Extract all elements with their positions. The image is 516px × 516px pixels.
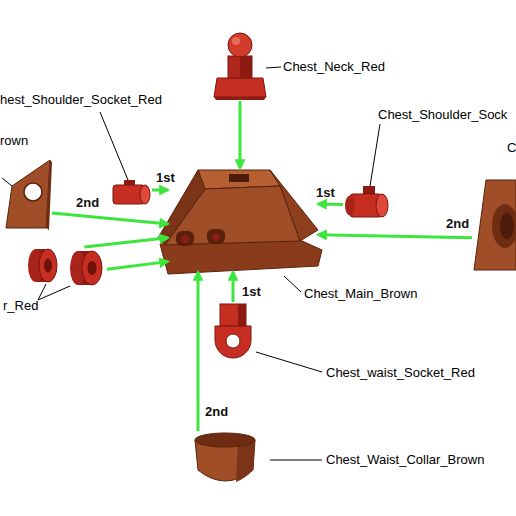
socket-hole: [226, 334, 240, 348]
part-label: Chest_Neck_Red: [283, 59, 385, 75]
leader-line: [2, 178, 12, 186]
step-label: 1st: [242, 284, 261, 300]
step-label: 2nd: [205, 404, 228, 420]
collar-part: [195, 433, 255, 482]
plate-recess: [492, 204, 516, 248]
part-face: [39, 249, 57, 282]
leader-line: [270, 460, 322, 461]
part-node: Chest_Neck_Red: [213, 31, 267, 101]
part-face: [82, 251, 102, 285]
plate-part: [6, 160, 52, 230]
main-part: [158, 170, 322, 274]
assembly-arrow: [197, 272, 200, 431]
part-face: [215, 326, 251, 358]
leader-line: [284, 276, 301, 292]
part-face: [220, 304, 246, 326]
leader-line: [38, 286, 70, 300]
socket-hole: [207, 229, 225, 244]
part-face: [6, 160, 50, 228]
part-face: [140, 185, 150, 204]
socket-hole: [176, 231, 194, 246]
part-face: [345, 196, 355, 216]
part-label: Chest_Main_Brown: [304, 286, 417, 302]
assembly-arrow: [239, 101, 242, 168]
part-face: [238, 304, 246, 326]
leader-line: [100, 112, 128, 180]
assembly-arrow: [84, 238, 168, 247]
collar-opening: [195, 433, 255, 447]
neck-part: [214, 33, 266, 100]
step-label: 2nd: [76, 195, 99, 211]
part-face: [376, 194, 388, 217]
plate-recess: [500, 213, 514, 239]
plate-part: [474, 180, 516, 270]
cylinder-part: [28, 249, 102, 285]
step-label: 1st: [316, 185, 335, 201]
slot: [229, 174, 249, 182]
part-label: hest_Shoulder_Socket_Red: [0, 92, 162, 108]
part-node: Chest_Main_Brown: [168, 168, 318, 272]
part-label: C: [507, 140, 516, 156]
part-node: r_Red: [27, 247, 107, 287]
highlight: [232, 37, 240, 45]
part-face: [228, 56, 252, 78]
assembly-arrow: [152, 189, 168, 192]
assembly-arrow: [107, 262, 168, 270]
part-node: rown: [4, 158, 52, 230]
assembly-arrow: [318, 235, 472, 238]
socket-part: [215, 304, 251, 358]
part-node: Chest_waist_Socket_Red: [213, 302, 255, 360]
part-label: rown: [0, 133, 28, 149]
plate-hole: [24, 183, 42, 201]
part-face: [214, 78, 266, 97]
socket-part: [345, 186, 388, 217]
step-label: 2nd: [446, 216, 469, 232]
part-node: Chest_Waist_Collar_Brown: [193, 431, 257, 487]
part-face: [46, 160, 52, 230]
socket-part: [113, 180, 150, 204]
ball-joint: [228, 33, 252, 57]
leader-line: [256, 352, 322, 372]
part-node: C: [472, 178, 516, 272]
socket-hole: [181, 235, 189, 243]
step-label: 1st: [156, 170, 175, 186]
leader-line: [370, 124, 380, 186]
assembly-arrow: [52, 213, 168, 224]
part-label: Chest_Waist_Collar_Brown: [326, 452, 484, 468]
assembly-arrow: [232, 272, 235, 302]
part-face: [240, 56, 252, 78]
cylinder-hole: [44, 259, 52, 273]
part-face: [214, 97, 266, 100]
leader-line: [266, 67, 281, 68]
socket-hole: [212, 233, 220, 241]
part-label: Chest_waist_Socket_Red: [326, 365, 475, 381]
part-label: r_Red: [3, 298, 38, 314]
cylinder-hole: [88, 261, 97, 275]
leader-line: [38, 284, 46, 300]
part-node: Chest_Shoulder_Sock: [343, 185, 393, 219]
assembly-arrow: [318, 203, 343, 207]
part-label: Chest_Shoulder_Sock: [378, 107, 507, 123]
part-node: hest_Shoulder_Socket_Red: [110, 179, 152, 206]
